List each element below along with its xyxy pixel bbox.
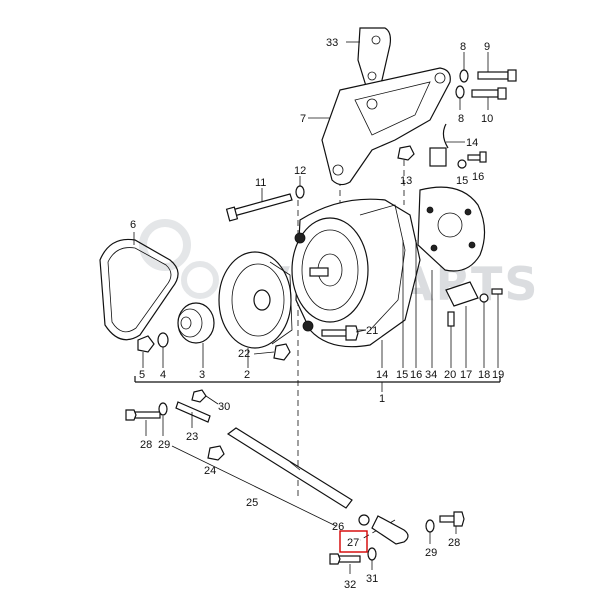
rod-part-25[interactable] [171,427,353,527]
washer-part-8-upper[interactable] [459,52,469,83]
spring-part-20[interactable] [447,311,455,327]
callout-16-upper[interactable]: 16 [472,171,484,183]
callout-34[interactable]: 34 [425,369,437,381]
callout-15-upper[interactable]: 15 [456,175,468,187]
washer-part-15-upper[interactable] [457,159,467,169]
nut-part-24[interactable] [207,445,225,461]
washer-part-18[interactable] [479,293,489,303]
screw-part-16-upper[interactable] [467,151,487,163]
washer-part-12[interactable] [295,176,305,199]
callout-12[interactable]: 12 [294,165,306,177]
bolt-part-28-lower[interactable] [439,511,465,534]
bolt-part-32[interactable] [329,553,361,574]
callout-labels: 33 8 9 8 10 7 14 12 13 15 16 11 6 21 22 … [130,37,504,591]
callout-29-upper[interactable]: 29 [158,439,170,451]
belt-part-6[interactable] [99,238,179,341]
callout-25[interactable]: 25 [246,497,258,509]
callout-30[interactable]: 30 [218,401,230,413]
callout-29-lower[interactable]: 29 [425,547,437,559]
callout-19[interactable]: 19 [492,369,504,381]
highlighted-part-frame [339,530,368,553]
nut-part-22[interactable] [273,343,291,361]
connector-part-14-upper[interactable] [429,123,465,167]
washer-part-29-upper[interactable] [158,402,168,436]
screw-part-19[interactable] [491,288,503,295]
washer-part-26[interactable] [358,514,370,526]
bolt-part-9[interactable] [477,52,517,82]
threaded-rod-end[interactable] [371,515,409,545]
washer-part-29-lower[interactable] [425,519,435,544]
callout-26[interactable]: 26 [332,521,344,533]
callout-18[interactable]: 18 [478,369,490,381]
callout-8-upper[interactable]: 8 [460,41,466,53]
callout-6[interactable]: 6 [130,219,136,231]
nut-part-13[interactable] [397,145,415,161]
alternator-housing-part-1[interactable] [291,198,421,348]
callout-11[interactable]: 11 [255,177,266,189]
callout-20[interactable]: 20 [444,369,456,381]
callout-16-lower[interactable]: 16 [410,369,422,381]
callout-2[interactable]: 2 [244,369,250,381]
long-bolt-part-11[interactable] [225,188,293,222]
nut-part-30[interactable] [191,389,219,405]
callout-8-lower[interactable]: 8 [458,113,464,125]
bolt-part-10[interactable] [471,87,507,110]
callout-15-lower[interactable]: 15 [396,369,408,381]
callout-1[interactable]: 1 [379,393,385,405]
bolt-part-28-upper[interactable] [125,409,161,436]
callout-33[interactable]: 33 [326,37,338,49]
pulley-part-3[interactable] [177,302,215,344]
callout-10[interactable]: 10 [481,113,493,125]
brush-holder-part-17[interactable] [445,281,479,307]
callout-27[interactable]: 27 [347,537,359,549]
callout-28-lower[interactable]: 28 [448,537,460,549]
callout-14-lower[interactable]: 14 [376,369,388,381]
callout-3[interactable]: 3 [199,369,205,381]
callout-9[interactable]: 9 [484,41,490,53]
mounting-bracket-part-7[interactable] [308,67,451,186]
assembly-bracket-line [134,376,501,392]
callout-4[interactable]: 4 [160,369,166,381]
bolt-part-21[interactable] [321,325,367,341]
callout-28-upper[interactable]: 28 [140,439,152,451]
callout-17[interactable]: 17 [460,369,472,381]
callout-24[interactable]: 24 [204,465,216,477]
callout-22[interactable]: 22 [238,348,250,360]
washer-part-31[interactable] [367,547,377,570]
callout-32[interactable]: 32 [344,579,356,591]
nut-part-5[interactable] [137,335,155,353]
callout-14-upper[interactable]: 14 [466,137,478,149]
spacer-part-4[interactable] [157,332,169,348]
callout-5[interactable]: 5 [139,369,145,381]
callout-13[interactable]: 13 [400,175,412,187]
callout-7[interactable]: 7 [300,113,306,125]
bracket-plate-part-33[interactable] [346,27,392,89]
rectifier-plate-part-34[interactable] [417,186,486,272]
fan-part-2[interactable] [218,251,293,349]
callout-31[interactable]: 31 [366,573,378,585]
leader-lines [133,232,499,368]
callout-23[interactable]: 23 [186,431,198,443]
stud-part-23[interactable] [175,401,211,428]
washer-part-8-lower[interactable] [455,85,465,110]
callout-21[interactable]: 21 [366,325,378,337]
